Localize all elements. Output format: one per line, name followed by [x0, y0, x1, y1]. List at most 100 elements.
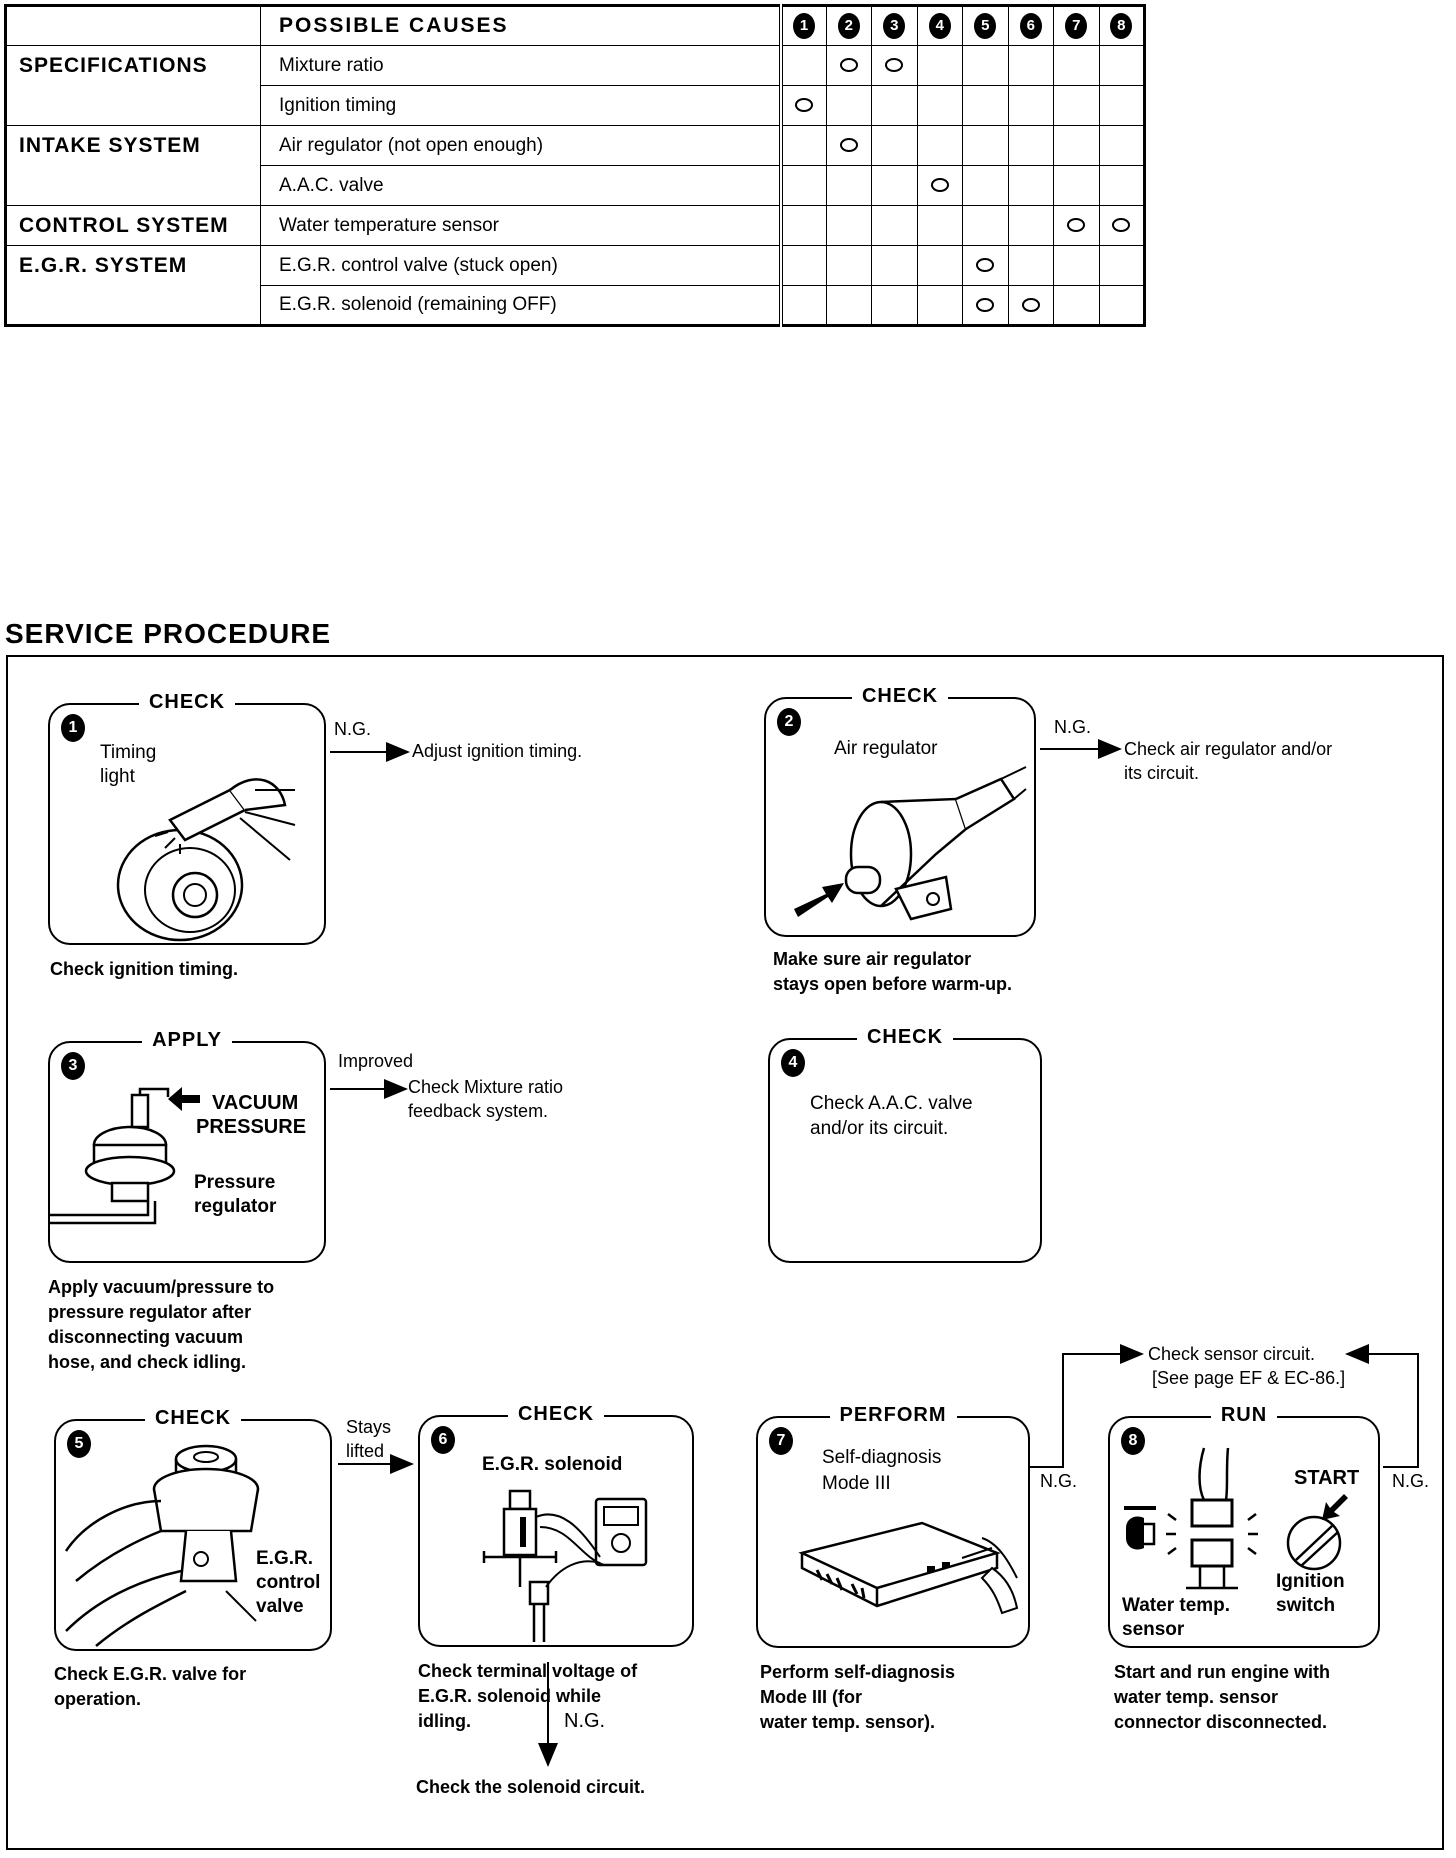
step-2-box: CHECK 2 Air regulator: [764, 685, 1036, 937]
step-3-result-1: Check Mixture ratio: [408, 1077, 564, 1097]
col-4: 4: [916, 5, 963, 46]
step-2-caption-1: Make sure air regulator: [773, 949, 972, 969]
step-4-number: 4: [781, 1049, 805, 1077]
step-6-caption-3: idling.: [418, 1711, 471, 1731]
step-8-box: RUN 8 START Ignition switch Water temp. …: [1108, 1404, 1380, 1648]
step-5-branch-2: lifted: [346, 1441, 385, 1461]
group-name: CONTROL SYSTEM: [5, 205, 261, 246]
mark-cell-2: [825, 285, 872, 326]
table-row: A.A.C. valve: [6, 165, 1145, 206]
ecu-illustration: [798, 1521, 1019, 1615]
mark-cell-8: [1098, 285, 1145, 326]
step-8-label-water: Water temp.: [1122, 1595, 1231, 1616]
mark-cell-2: [825, 45, 872, 86]
mark-cell-8: [1098, 205, 1145, 246]
step-8-label-start: START: [1294, 1467, 1360, 1489]
step-5-box: CHECK 5 E.G.R. control valve: [54, 1407, 332, 1651]
step-4-label-2: and/or its circuit.: [810, 1118, 949, 1139]
step-8-label-switch: switch: [1276, 1595, 1336, 1616]
mark-cell-6: [1007, 285, 1054, 326]
step-6-caption-2: E.G.R. solenoid while: [418, 1686, 602, 1706]
col-7: 7: [1053, 5, 1100, 46]
mark-cell-6: [1007, 205, 1054, 246]
step-3-action: APPLY: [142, 1029, 232, 1051]
step-1-branch: N.G.: [334, 719, 372, 739]
step-4-box: CHECK 4 Check A.A.C. valve and/or its ci…: [768, 1026, 1042, 1263]
step-6-branch: N.G.: [564, 1710, 606, 1732]
cause-cell: E.G.R. solenoid (remaining OFF): [260, 285, 783, 326]
step-7-label-1: Self-diagnosis: [822, 1447, 942, 1468]
step-8-label-sensor: sensor: [1122, 1619, 1185, 1640]
group-name: SPECIFICATIONS: [5, 45, 261, 126]
mark-cell-2: [825, 85, 872, 126]
step-5-branch-1: Stays: [346, 1417, 392, 1437]
mark-cell-4: [916, 45, 963, 86]
step-6-number: 6: [431, 1426, 455, 1454]
cause-cell: Water temperature sensor: [260, 205, 783, 246]
mark-cell-8: [1098, 125, 1145, 166]
mark-cell-7: [1053, 45, 1100, 86]
step-3-number: 3: [61, 1052, 85, 1080]
step-5-action: CHECK: [144, 1407, 242, 1429]
mark-cell-1: [780, 285, 827, 326]
step-7-caption-3: water temp. sensor).: [760, 1712, 936, 1732]
circle-mark-icon: [795, 98, 813, 113]
mark-cell-5: [962, 45, 1009, 86]
step-3-caption-1: Apply vacuum/pressure to: [48, 1277, 275, 1297]
mark-cell-6: [1007, 125, 1054, 166]
step-6-box: CHECK 6 E.G.R. solenoid: [418, 1403, 694, 1647]
mark-cell-3: [871, 165, 918, 206]
step-8-action: RUN: [1210, 1404, 1278, 1426]
mark-cell-2: [825, 125, 872, 166]
step-1-box: CHECK 1 Timing light: [48, 691, 326, 945]
step-3-caption-4: hose, and check idling.: [48, 1352, 247, 1372]
step-3-label-3: Pressure: [194, 1172, 276, 1193]
circle-mark-icon: [839, 58, 858, 73]
step-5-label-1: E.G.R.: [256, 1548, 314, 1569]
mark-cell-1: [780, 165, 827, 206]
step-8-caption-2: water temp. sensor: [1114, 1687, 1279, 1707]
col-3: 3: [871, 5, 918, 46]
col-5: 5: [962, 5, 1009, 46]
step-8-label-ignition: Ignition: [1276, 1571, 1345, 1592]
mark-cell-7: [1053, 205, 1100, 246]
step-3-label-4: regulator: [194, 1196, 277, 1217]
sensor-result-1: Check sensor circuit.: [1148, 1344, 1316, 1364]
step-2-label: Air regulator: [834, 738, 938, 759]
service-procedure-title: SERVICE PROCEDURE: [5, 618, 332, 649]
mark-cell-7: [1053, 165, 1100, 206]
mark-cell-2: [825, 205, 872, 246]
step-1-label-2: light: [100, 766, 135, 787]
mark-cell-4: [916, 125, 963, 166]
step-4-action: CHECK: [856, 1026, 954, 1048]
group-name: E.G.R. SYSTEM: [5, 245, 261, 326]
group-name: INTAKE SYSTEM: [5, 125, 261, 206]
mark-cell-1: [780, 45, 827, 86]
table-header-row: POSSIBLE CAUSES 1 2 3 4 5 6 7 8: [5, 5, 1145, 46]
mark-cell-5: [962, 125, 1009, 166]
possible-causes-heading: POSSIBLE CAUSES: [260, 5, 783, 46]
mark-cell-7: [1053, 125, 1100, 166]
mark-cell-2: [825, 245, 872, 286]
air-regulator-illustration: [794, 766, 1027, 921]
mark-cell-4: [916, 205, 963, 246]
mark-cell-1: [780, 85, 827, 126]
step-2-number: 2: [777, 708, 801, 736]
step-3-label-pressure: PRESSURE: [196, 1116, 307, 1138]
step-2-branch: N.G.: [1054, 717, 1092, 737]
step-5-number: 5: [67, 1430, 91, 1458]
step-8-number: 8: [1121, 1427, 1145, 1455]
step-1-caption: Check ignition timing.: [50, 959, 238, 979]
mark-cell-8: [1098, 45, 1145, 86]
mark-cell-6: [1007, 245, 1054, 286]
step-6-caption-1: Check terminal voltage of: [418, 1661, 638, 1681]
step-2-action: CHECK: [851, 685, 949, 707]
step-6-label: E.G.R. solenoid: [482, 1454, 623, 1475]
step-8-caption-1: Start and run engine with: [1114, 1662, 1331, 1682]
step-1-action: CHECK: [138, 691, 236, 713]
mark-cell-3: [871, 205, 918, 246]
step-3-box: APPLY 3 VACUUM PRESSURE Pressure regulat…: [48, 1029, 326, 1263]
